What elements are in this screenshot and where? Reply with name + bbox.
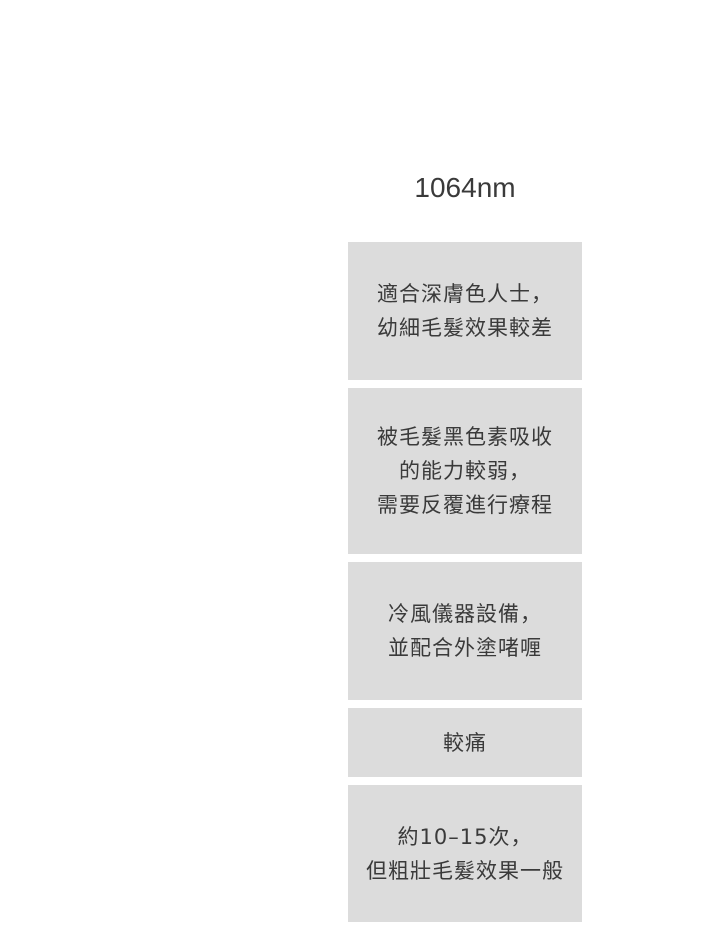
cell-text-line: 適合深膚色人士， bbox=[377, 282, 553, 306]
cell-text-line: 被毛髮黑色素吸收 bbox=[377, 425, 553, 449]
cell-text-line: 約10–15次， bbox=[397, 824, 533, 849]
cell-pain-level: 較痛 bbox=[348, 708, 582, 777]
cell-text-line: 但粗壯毛髮效果一般 bbox=[366, 858, 564, 883]
cell-melanin-absorption: 被毛髮黑色素吸收 的能力較弱， 需要反覆進行療程 bbox=[348, 388, 582, 554]
cell-suitability: 適合深膚色人士， 幼細毛髮效果較差 bbox=[348, 242, 582, 380]
cell-text-line: 需要反覆進行療程 bbox=[377, 493, 553, 517]
cell-text-line: 並配合外塗啫喱 bbox=[388, 636, 542, 660]
cell-text-line: 幼細毛髮效果較差 bbox=[377, 316, 553, 340]
cell-text-line: 的能力較弱， bbox=[399, 459, 531, 483]
cell-session-count: 約10–15次， 但粗壯毛髮效果一般 bbox=[348, 785, 582, 922]
cell-cooling-equipment: 冷風儀器設備， 並配合外塗啫喱 bbox=[348, 562, 582, 700]
column-header: 1064nm bbox=[414, 172, 516, 203]
cell-text-line: 較痛 bbox=[443, 730, 487, 755]
cell-text-line: 冷風儀器設備， bbox=[388, 602, 542, 626]
